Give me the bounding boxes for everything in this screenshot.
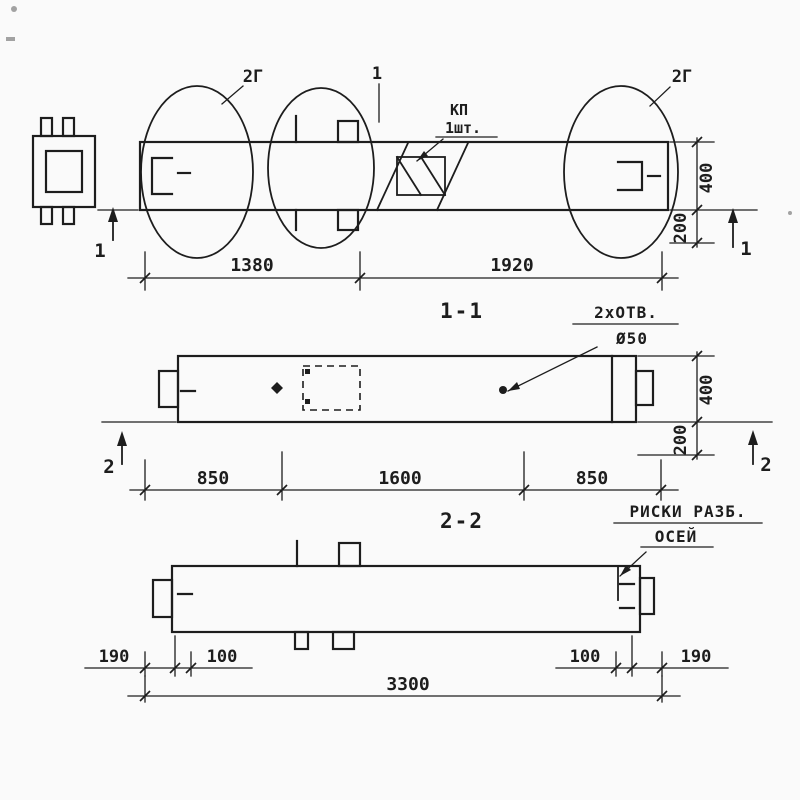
section1-dim-850b: 850	[576, 468, 609, 489]
section1-dim-400: 400	[697, 375, 717, 406]
scan-artifacts	[6, 6, 792, 215]
formwork-ovals	[140, 85, 679, 259]
beam-plan	[138, 114, 670, 232]
cut2-left-arrow	[117, 431, 127, 446]
holes-leader-arrow	[508, 382, 520, 391]
section2-dim-3300: 3300	[386, 674, 429, 695]
anchor-mark	[271, 382, 283, 394]
plan-dim-1380: 1380	[230, 255, 273, 276]
section2-dim-190L: 190	[99, 647, 130, 667]
callout-mid-label: 1	[372, 64, 382, 84]
holes-label-line1: 2хОТВ.	[594, 303, 658, 322]
section1-vertical-dims: 400 200	[637, 350, 773, 461]
section1-dim-850a: 850	[197, 468, 230, 489]
section2-total-dim: 3300	[127, 674, 681, 703]
beam-section2	[151, 539, 656, 651]
cut2-right-arrow	[748, 430, 758, 445]
section1-horizontal-dims: 850 1600 850	[129, 451, 679, 501]
plan-view: КП 1шт. 2Г 1 2Г 400 200	[31, 64, 758, 291]
plan-callouts: 2Г 1 2Г	[221, 64, 692, 123]
oval-mid	[267, 87, 375, 249]
end-cross-section	[31, 116, 97, 226]
axis-leader-arrow	[620, 565, 631, 576]
cut2-left-label: 2	[103, 456, 114, 478]
callout-left-label: 2Г	[243, 67, 263, 87]
plan-dim-400: 400	[697, 163, 717, 194]
holes-callout: 2хОТВ. Ø50	[499, 303, 679, 394]
section-cut-2: 2 2	[101, 421, 772, 478]
holes-label-line2: Ø50	[615, 329, 648, 348]
plan-dim-200: 200	[671, 213, 691, 244]
beam-section1-details	[271, 365, 361, 411]
plan-vertical-dims: 400 200	[669, 136, 758, 249]
section2-dim-100R: 100	[570, 647, 601, 667]
section2-edge-dims: 190 100 100 190	[84, 635, 729, 677]
section-1-1-view: 1-1 2хОТВ. Ø50	[101, 299, 773, 501]
axis-label-line2: ОСЕЙ	[655, 527, 698, 546]
oval-right	[563, 85, 679, 259]
section1-dim-1600: 1600	[378, 468, 421, 489]
recess-dashed-outline	[302, 365, 361, 411]
callout-right-label: 2Г	[672, 67, 692, 87]
cut1-left-label: 1	[94, 240, 105, 262]
plan-horizontal-dims: 1380 1920	[127, 251, 679, 291]
kp-label-line2: 1шт.	[445, 119, 481, 137]
plan-dim-1920: 1920	[490, 255, 533, 276]
section-cut-1: 1 1	[94, 207, 752, 262]
axis-label-line1: РИСКИ РАЗБ.	[630, 502, 747, 521]
section-2-2-view: 2-2 РИСКИ РАЗБ. ОСЕЙ	[84, 502, 763, 703]
kp-cut: КП 1шт.	[375, 101, 498, 212]
beam-section1	[157, 354, 655, 424]
section1-dim-200: 200	[671, 425, 691, 456]
cut1-right-arrow	[728, 208, 738, 223]
cut1-right-label: 1	[740, 238, 751, 260]
axis-marks-callout: РИСКИ РАЗБ. ОСЕЙ	[613, 502, 763, 601]
kp-label-line1: КП	[450, 101, 468, 119]
section2-dim-100L: 100	[207, 647, 238, 667]
oval-left	[140, 85, 254, 259]
section1-title: 1-1	[440, 299, 484, 323]
hole-mark	[499, 386, 507, 394]
section2-dim-190R: 190	[681, 647, 712, 667]
kp-leader-arrow	[417, 151, 428, 161]
cut1-left-arrow	[108, 207, 118, 222]
cut2-right-label: 2	[760, 454, 771, 476]
section2-title: 2-2	[440, 509, 484, 533]
